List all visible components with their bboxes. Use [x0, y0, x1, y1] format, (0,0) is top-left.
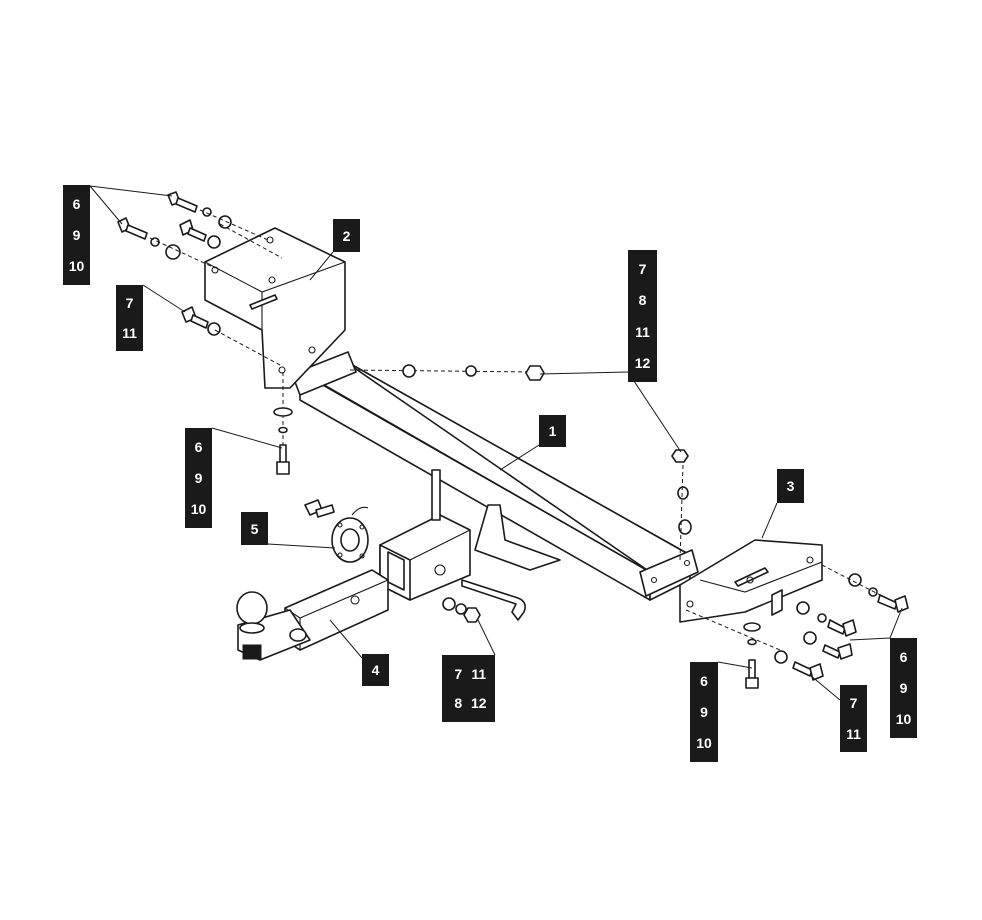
callout-item: 6 [700, 672, 708, 689]
fasteners-top-left [117, 191, 283, 269]
callout-item: 9 [194, 469, 203, 486]
callout-part-2: 2 [333, 219, 360, 252]
left-bracket-part-2 [204, 227, 346, 389]
leader-lines [89, 185, 903, 701]
callout-item: 10 [895, 711, 912, 728]
right-bracket-part-3 [679, 539, 823, 623]
callout-right-bolts-b: 6 9 10 [890, 638, 917, 738]
callout-right-bolts-a: 7 11 [840, 685, 867, 752]
callout-left-vertical-bolt: 6 9 10 [185, 428, 212, 528]
callout-item: 11 [471, 665, 487, 682]
callout-item: 9 [72, 226, 81, 243]
fasteners-hitch-nuts [442, 597, 481, 623]
callout-right-vertical-bolt: 6 9 10 [690, 662, 718, 762]
crossbar-part-1 [291, 351, 699, 601]
callout-item: 10 [696, 735, 712, 752]
callout-part-4: 4 [362, 654, 389, 686]
callout-item: 7 [125, 295, 134, 311]
callout-item: 10 [68, 258, 85, 275]
callout-part-1: 1 [539, 415, 566, 447]
callout-item: 11 [122, 325, 137, 341]
callout-item: 12 [634, 355, 651, 372]
callout-part-5: 5 [241, 512, 268, 545]
callout-item: 9 [700, 703, 708, 720]
callout-item: 8 [638, 292, 647, 309]
ball-mount-part-4 [236, 569, 389, 661]
callout-part-3: 3 [777, 469, 804, 503]
fasteners-right-chain [671, 449, 692, 561]
fasteners-right-bottom [685, 564, 909, 689]
callout-item: 7 [849, 695, 858, 712]
callout-hitch-nuts: 7 11 8 12 [442, 655, 495, 722]
callout-item: 7 [638, 260, 647, 277]
callout-left-bolts: 7 11 [116, 285, 143, 351]
callout-item: 10 [190, 501, 207, 518]
callout-item: 6 [72, 195, 81, 212]
callout-item: 8 [454, 695, 463, 712]
callout-item: 9 [899, 679, 908, 696]
callout-center-nuts: 7 8 11 12 [628, 250, 657, 382]
callout-item: 11 [846, 725, 861, 742]
fasteners-left [181, 306, 281, 366]
fasteners-center-row [349, 364, 545, 381]
callout-item: 12 [470, 695, 487, 712]
callout-item: 7 [454, 665, 463, 682]
callout-item: 6 [194, 438, 203, 455]
receiver-housing [379, 469, 561, 621]
callout-item: 11 [635, 323, 650, 340]
callout-item: 6 [899, 648, 908, 665]
socket-plate-part-5 [304, 499, 369, 563]
callout-topleft-bolts: 6 9 10 [63, 185, 90, 285]
fasteners-left-vertical [273, 372, 293, 475]
